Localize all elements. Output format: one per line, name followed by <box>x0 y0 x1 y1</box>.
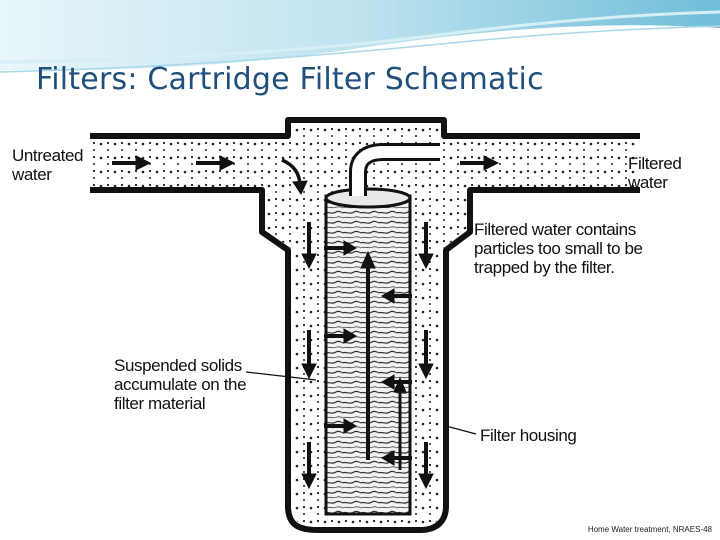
flow-arrows <box>112 155 500 490</box>
leader-lines <box>245 371 477 435</box>
slide-title: Filters: Cartridge Filter Schematic <box>36 62 544 97</box>
label-untreated-water: Untreated water <box>12 146 84 184</box>
label-suspended-solids: Suspended solids accumulate on the filte… <box>114 356 247 413</box>
label-filtered-water-contains: Filtered water contains particles too sm… <box>474 220 643 277</box>
source-citation: Home Water treatment, NRAES-48 <box>587 525 712 534</box>
header-wave <box>0 0 720 73</box>
cartridge-filter-schematic <box>90 117 640 533</box>
outlet-arrows <box>460 155 500 171</box>
label-filtered-water: Filtered water <box>628 154 682 192</box>
pipe-and-housing <box>90 117 640 533</box>
down-arrows <box>301 222 434 490</box>
inlet-arrows <box>112 155 236 171</box>
up-arrows <box>360 250 407 470</box>
label-filter-housing: Filter housing <box>480 426 577 445</box>
inward-arrows <box>324 240 412 466</box>
